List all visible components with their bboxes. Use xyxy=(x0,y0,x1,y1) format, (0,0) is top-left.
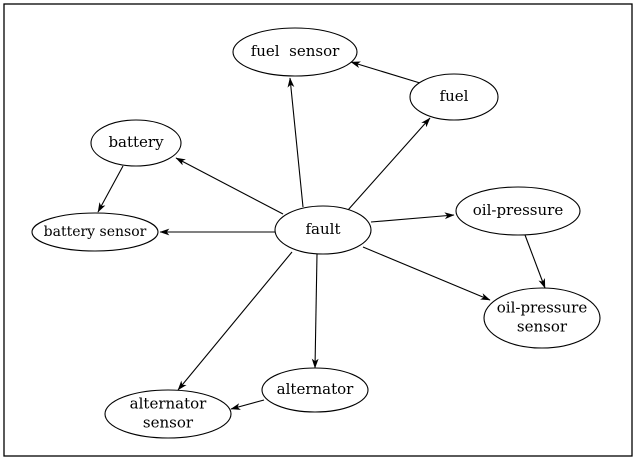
node-label-oil-pressure-sensor: oil-pressure xyxy=(497,299,588,317)
node-label-oil-pressure-sensor: sensor xyxy=(517,318,568,336)
edge-alternator-to-alternator-sensor xyxy=(230,399,265,410)
node-label-fuel: fuel xyxy=(440,87,469,105)
node-label-alternator-sensor: sensor xyxy=(143,414,194,432)
node-label-oil-pressure: oil-pressure xyxy=(473,201,564,219)
nodes-layer: fuel sensor fuel battery battery sensor faul… xyxy=(31,27,601,439)
node-shape-alternator[interactable] xyxy=(261,367,369,413)
node-fuel[interactable]: fuel xyxy=(409,73,499,121)
node-shape-fuel[interactable] xyxy=(409,73,499,121)
node-battery-sensor[interactable]: battery sensor xyxy=(31,212,159,252)
node-shape-oil-pressure-sensor[interactable] xyxy=(483,287,601,349)
border-frame xyxy=(3,3,633,457)
node-label-battery-sensor: battery sensor xyxy=(44,224,147,240)
node-shape-battery-sensor[interactable] xyxy=(31,212,159,252)
node-shape-fuel-sensor[interactable] xyxy=(232,27,358,77)
edge-fault-to-oil-pressure xyxy=(370,212,455,223)
edge-fault-to-battery xyxy=(175,157,284,215)
edges-layer xyxy=(97,61,546,410)
node-alternator[interactable]: alternator xyxy=(261,367,369,413)
edge-fault-to-alternator-sensor xyxy=(177,251,293,391)
node-oil-pressure[interactable]: oil-pressure xyxy=(455,186,581,236)
edge-fault-to-fuel-sensor xyxy=(287,77,304,208)
node-label-fault: fault xyxy=(306,220,341,238)
node-label-alternator: alternator xyxy=(277,380,354,398)
edge-fault-to-fuel xyxy=(347,117,431,211)
edge-fault-to-alternator xyxy=(311,253,319,369)
node-label-battery: battery xyxy=(108,133,164,151)
node-shape-battery[interactable] xyxy=(90,119,182,167)
node-label-alternator-sensor: alternator xyxy=(130,395,207,413)
edge-fault-to-oil-pressure-sensor xyxy=(362,246,491,301)
node-fault[interactable]: fault xyxy=(274,205,372,255)
node-battery[interactable]: battery xyxy=(90,119,182,167)
node-label-fuel-sensor: fuel sensor xyxy=(251,42,340,60)
edge-fuel-to-fuel-sensor xyxy=(350,61,421,84)
node-shape-alternator-sensor[interactable] xyxy=(104,389,232,439)
node-fuel-sensor[interactable]: fuel sensor xyxy=(232,27,358,77)
edge-oil-pressure-to-oil-pressure-sensor xyxy=(524,234,546,289)
node-shape-fault[interactable] xyxy=(274,205,372,255)
edge-battery-to-battery-sensor xyxy=(97,165,124,213)
node-shape-oil-pressure[interactable] xyxy=(455,186,581,236)
